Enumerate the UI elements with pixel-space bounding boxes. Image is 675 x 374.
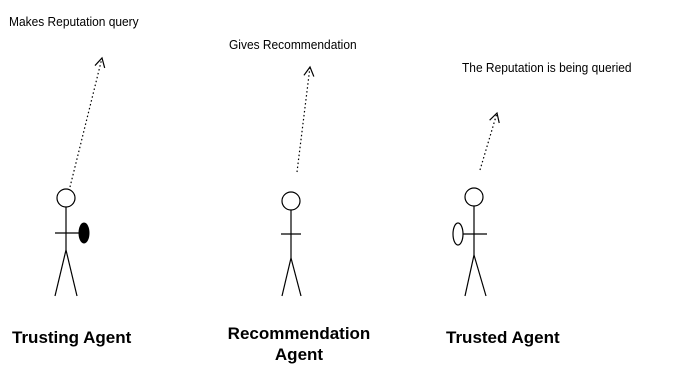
filled-shield-icon — [78, 222, 90, 244]
trusted-agent-label: Trusted Agent — [446, 328, 560, 347]
trusting-agent-figure — [54, 56, 106, 297]
recommendation-agent-label-line1: Recommendation — [227, 324, 371, 343]
recommendation-agent-label: Recommendation Agent — [219, 323, 379, 365]
recommendation-agent-right-leg — [290, 257, 302, 297]
trusted-agent-head — [464, 187, 484, 207]
trusted-agent-figure — [452, 111, 500, 297]
query-arrow — [69, 56, 106, 188]
trusting-agent-label: Trusting Agent — [12, 328, 132, 347]
recommendation-agent-annotation: Gives Recommendation — [229, 37, 357, 52]
recommendation-agent-left-leg — [281, 257, 292, 297]
recommendation-agent-label-line2: Agent — [274, 345, 324, 364]
trusted-agent-annotation: The Reputation is being queried — [462, 60, 632, 75]
recommendation-arrow — [296, 65, 315, 173]
recommendation-agent-figure — [281, 65, 315, 297]
trusting-agent-right-leg — [65, 249, 78, 297]
trusting-agent-left-leg — [54, 249, 67, 297]
hollow-shield-icon — [452, 222, 464, 246]
trusting-agent-head — [56, 188, 76, 208]
trusted-agent-left-leg — [464, 254, 475, 297]
queried-arrow — [479, 111, 500, 171]
trusted-agent-right-leg — [473, 254, 487, 297]
recommendation-agent-head — [281, 191, 301, 211]
trusting-agent-annotation: Makes Reputation query — [9, 14, 139, 29]
